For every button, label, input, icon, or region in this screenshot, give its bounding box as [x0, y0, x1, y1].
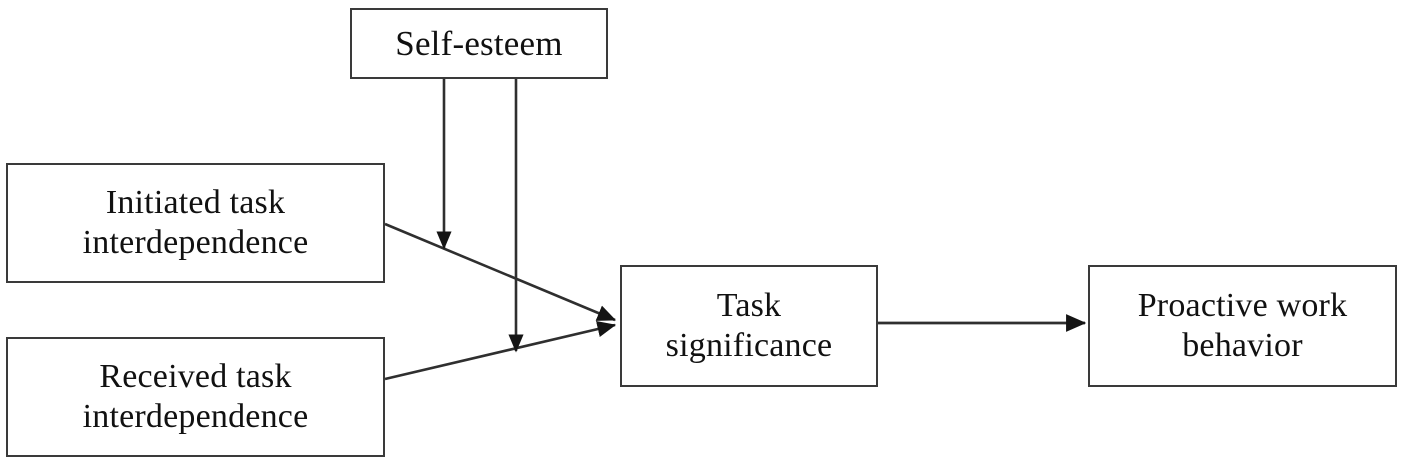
node-self-esteem[interactable]: Self-esteem — [350, 8, 608, 79]
edge-received-to-significance — [384, 321, 617, 381]
node-received-task-interdependence-label: Received task interdependence — [82, 357, 309, 435]
edge-initiated-to-significance — [384, 222, 617, 322]
node-self-esteem-label: Self-esteem — [395, 23, 563, 63]
node-initiated-task-interdependence-label: Initiated task interdependence — [82, 183, 309, 261]
node-proactive-work-behavior[interactable]: Proactive work behavior — [1088, 265, 1397, 387]
node-initiated-task-interdependence[interactable]: Initiated task interdependence — [6, 163, 385, 283]
node-task-significance-label: Task significance — [665, 286, 833, 364]
node-received-task-interdependence[interactable]: Received task interdependence — [6, 337, 385, 457]
node-proactive-work-behavior-label: Proactive work behavior — [1137, 286, 1348, 364]
node-task-significance[interactable]: Task significance — [620, 265, 878, 387]
